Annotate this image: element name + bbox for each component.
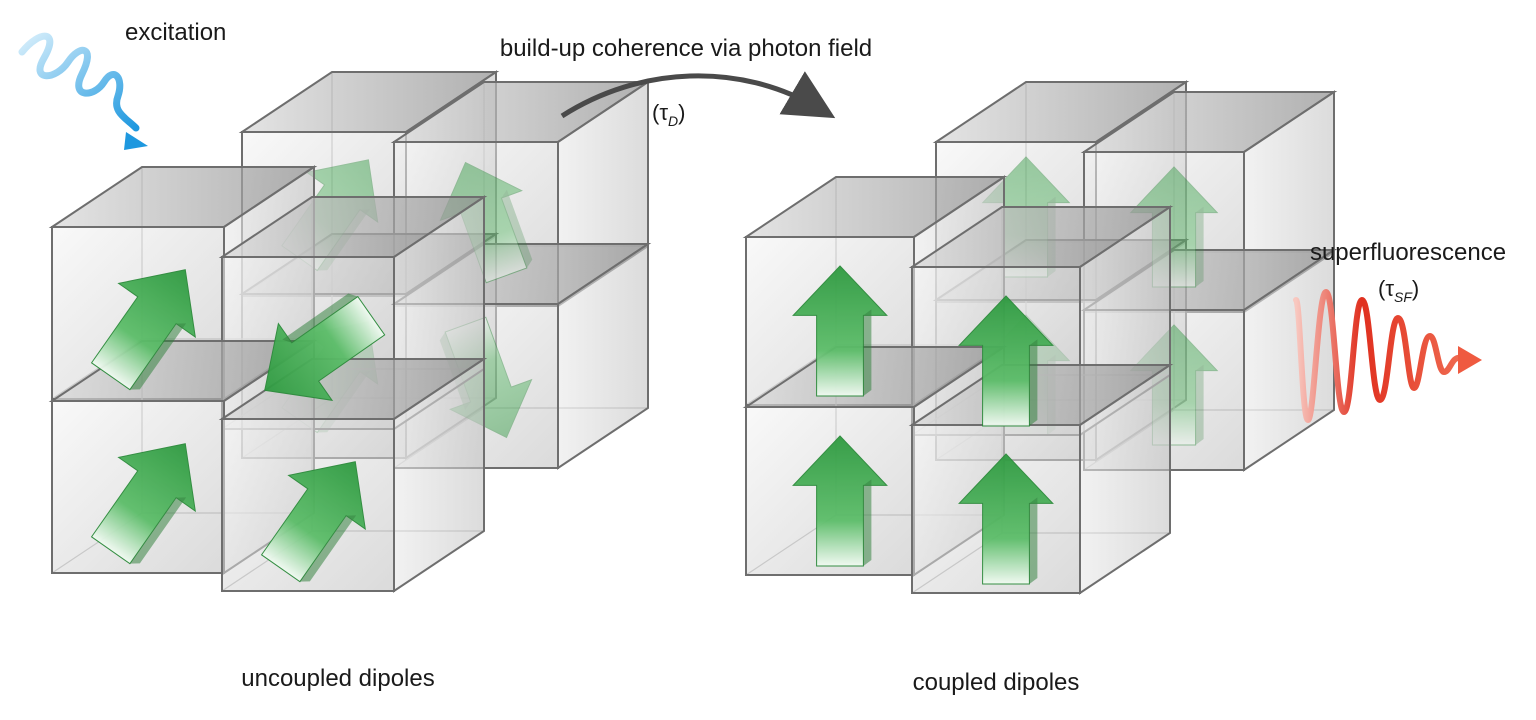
excitation-label: excitation [125, 19, 226, 46]
dipole-arrow-icon [264, 293, 386, 401]
uncoupled-dipoles-cluster [48, 70, 652, 593]
superfluorescence-label: superfluorescence [1310, 239, 1506, 266]
coupled-dipoles-cluster [742, 80, 1338, 595]
uncoupled-dipoles-label: uncoupled dipoles [241, 665, 435, 692]
dipole-cell [908, 363, 1174, 595]
tau-d-label: (τD) [652, 100, 685, 129]
dipole-arrow-icon [958, 295, 1054, 427]
dipole-arrow-icon [260, 461, 366, 583]
dipole-arrow-icon [792, 265, 888, 397]
coupled-dipoles-label: coupled dipoles [913, 669, 1080, 696]
dipole-arrow-icon [958, 453, 1054, 585]
tau-sf-label: (τSF) [1378, 276, 1419, 305]
dipole-arrow-icon [792, 435, 888, 567]
superfluorescence-wave-icon [1293, 288, 1482, 424]
buildup-coherence-label: build-up coherence via photon field [500, 35, 872, 62]
dipole-arrow-icon [90, 269, 196, 391]
coherence-curved-arrow [560, 71, 836, 119]
excitation-wave-icon [18, 32, 148, 150]
dipole-arrow-icon [90, 443, 196, 565]
